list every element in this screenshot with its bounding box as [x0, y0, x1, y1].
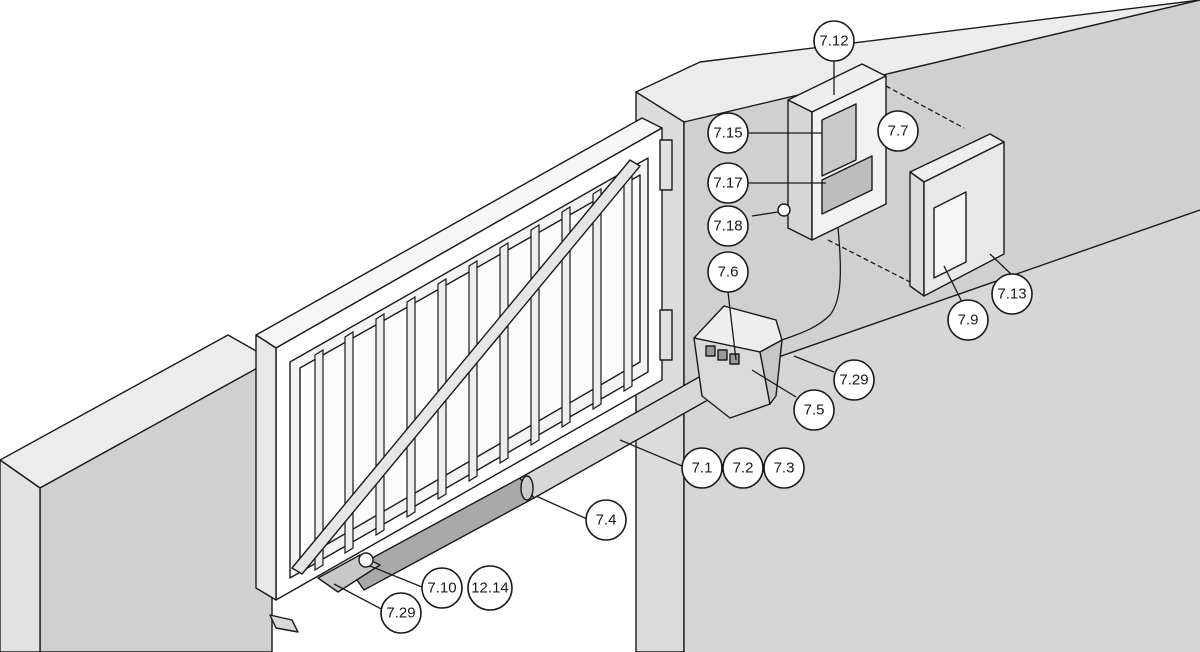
svg-text:7.2: 7.2 — [733, 460, 754, 477]
svg-text:12.14: 12.14 — [471, 580, 509, 597]
callout-7-12: 7.12 — [813, 20, 855, 62]
callout-7-13: 7.13 — [991, 273, 1033, 315]
callout-7-18: 7.18 — [707, 205, 749, 247]
callout-7-29-top: 7.29 — [833, 359, 875, 401]
svg-text:7.13: 7.13 — [997, 286, 1026, 303]
callout-7-2: 7.2 — [722, 447, 764, 489]
svg-text:7.6: 7.6 — [718, 264, 739, 281]
callout-7-5: 7.5 — [793, 389, 835, 431]
svg-text:7.15: 7.15 — [713, 125, 742, 142]
callout-7-29-bottom: 7.29 — [380, 592, 422, 634]
cable — [781, 227, 842, 341]
svg-text:7.7: 7.7 — [888, 123, 909, 140]
callout-7-9: 7.9 — [947, 299, 989, 341]
callout-7-3: 7.3 — [763, 447, 805, 489]
svg-text:7.18: 7.18 — [713, 218, 742, 235]
svg-text:7.4: 7.4 — [596, 512, 617, 529]
svg-text:7.29: 7.29 — [839, 372, 868, 389]
leader-lines — [333, 61, 1013, 613]
callout-7-10: 7.10 — [421, 567, 463, 609]
control-box — [777, 63, 887, 241]
svg-text:7.9: 7.9 — [958, 312, 979, 329]
callout-7-4: 7.4 — [585, 499, 627, 541]
callout-7-17: 7.17 — [707, 162, 749, 204]
callout-7-15: 7.15 — [707, 112, 749, 154]
callout-12-14: 12.14 — [467, 565, 513, 611]
callout-7-6: 7.6 — [707, 251, 749, 293]
callout-7-1: 7.1 — [681, 447, 723, 489]
control-box-lid — [909, 133, 1005, 297]
callout-7-7: 7.7 — [877, 110, 919, 152]
left-wall — [0, 334, 273, 652]
svg-text:7.5: 7.5 — [804, 402, 825, 419]
svg-text:7.3: 7.3 — [774, 460, 795, 477]
motor-housing — [693, 305, 783, 419]
svg-text:7.29: 7.29 — [386, 605, 415, 622]
svg-text:7.1: 7.1 — [692, 460, 713, 477]
gate-leaf — [255, 117, 673, 633]
svg-text:7.10: 7.10 — [427, 580, 456, 597]
svg-text:7.12: 7.12 — [819, 33, 848, 50]
operator-arm — [317, 371, 723, 593]
svg-text:7.17: 7.17 — [713, 175, 742, 192]
